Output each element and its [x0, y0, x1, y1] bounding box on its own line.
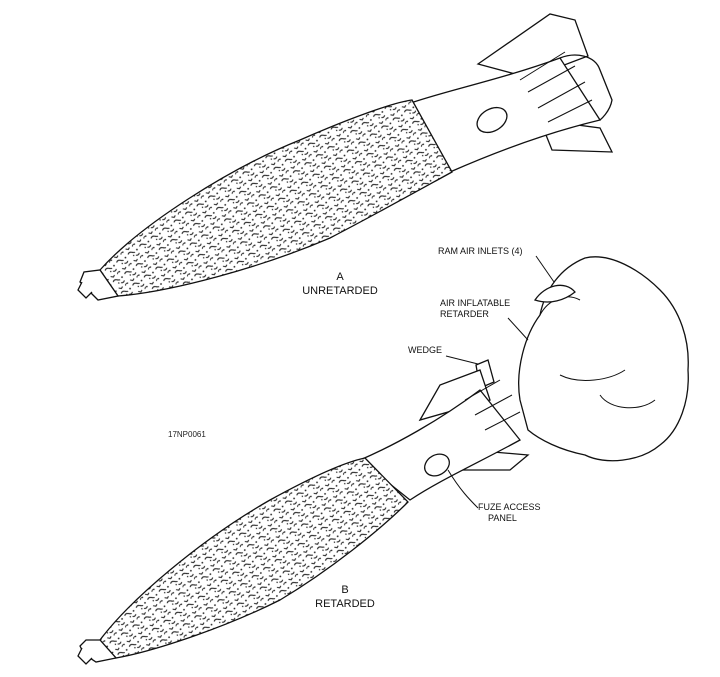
bomb-b-retarded	[77, 256, 689, 665]
caption-view-b: B RETARDED	[295, 583, 395, 611]
label-fuze-line2: PANEL	[488, 513, 517, 523]
leader-retarder	[507, 317, 529, 341]
callout-leaders	[445, 255, 555, 509]
caption-b-letter: B	[341, 584, 349, 596]
figure-id: 17NP0061	[168, 430, 206, 439]
bomb-a-body	[99, 99, 453, 297]
caption-b-text: RETARDED	[315, 598, 375, 610]
bomb-a-unretarded	[77, 13, 614, 301]
label-wedge: WEDGE	[408, 345, 443, 355]
caption-a-letter: A	[336, 271, 344, 283]
bomb-a-fuze-panel	[476, 106, 508, 134]
leader-ram-air	[535, 255, 555, 283]
caption-view-a: A UNRETARDED	[290, 270, 390, 298]
label-retarder-line1: AIR INFLATABLE	[440, 298, 511, 308]
leader-fuze	[447, 469, 479, 509]
ram-air-inlet	[533, 284, 576, 303]
caption-a-text: UNRETARDED	[302, 285, 378, 297]
bomb-b-body	[99, 457, 409, 659]
label-retarder-line2: RETARDER	[440, 309, 489, 319]
leader-wedge	[445, 355, 479, 365]
label-fuze-line1: FUZE ACCESS	[478, 502, 541, 512]
bomb-b-tail-cone	[358, 389, 521, 501]
label-ram-air-inlets: RAM AIR INLETS (4)	[438, 246, 523, 256]
label-fuze-access-panel: FUZE ACCESS PANEL	[478, 502, 541, 524]
label-retarder: AIR INFLATABLE RETARDER	[440, 298, 510, 320]
air-inflatable-retarder	[518, 256, 689, 462]
bomb-b-fuze-panel	[424, 453, 450, 477]
